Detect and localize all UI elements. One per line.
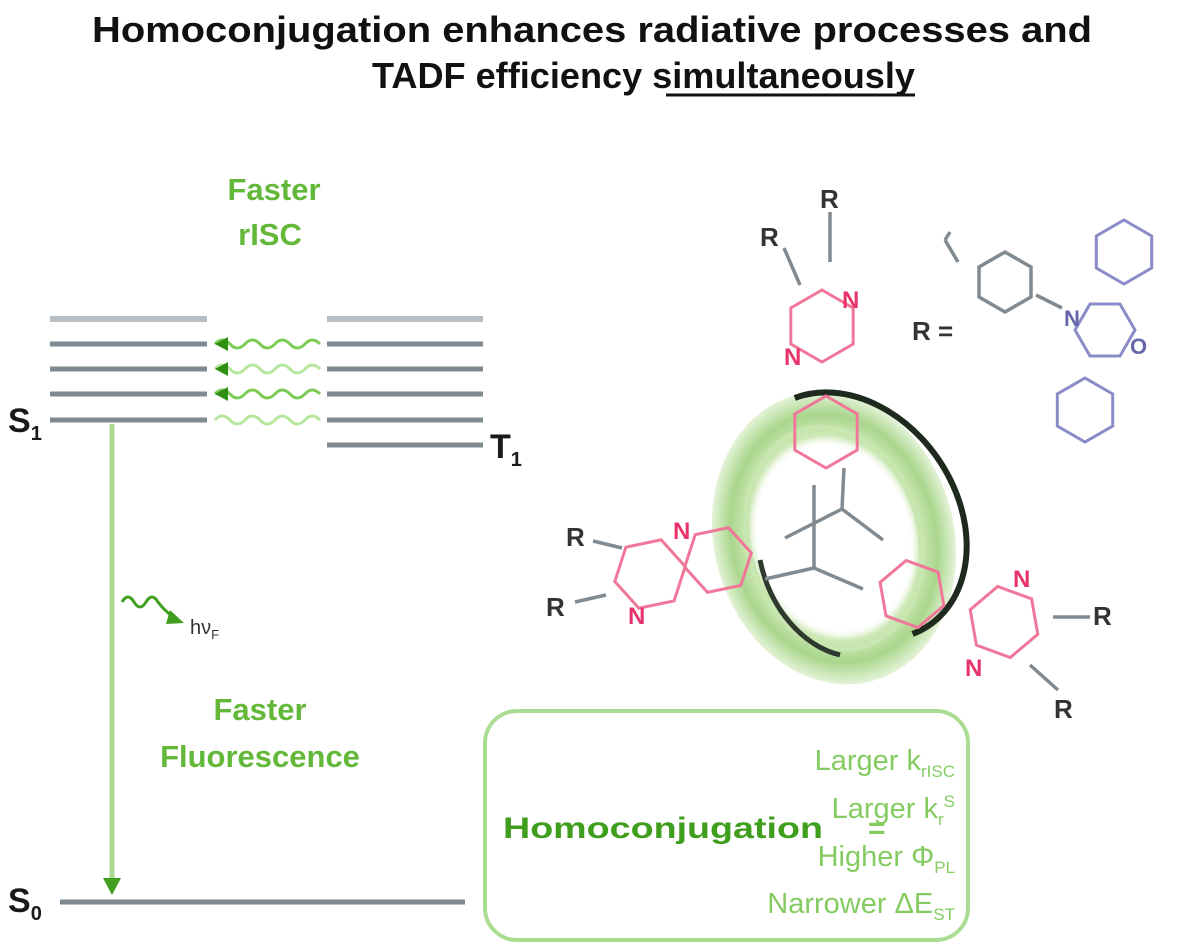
risc-arrowhead-icon <box>215 337 228 351</box>
risc-wavy-arrow <box>213 338 322 350</box>
torus-ring <box>711 391 957 685</box>
t1-main: T <box>490 428 511 466</box>
pyrazine-ring <box>789 288 855 364</box>
nitrogen-label: N <box>965 655 982 682</box>
bridge-bond <box>840 507 885 542</box>
r-group-label: R <box>566 522 585 552</box>
attachment-mark <box>943 231 952 241</box>
r-bond <box>574 593 607 604</box>
summary-item-sup: S <box>944 792 955 811</box>
t1-label: T1 <box>490 428 522 471</box>
pyrazine-ring <box>613 538 687 610</box>
benzene-ring <box>878 558 946 630</box>
risc-wavy-arrows <box>213 337 322 426</box>
risc-label-line-2: rISC <box>238 217 302 252</box>
title-line-2-prefix: TADF efficiency <box>372 55 652 96</box>
risc-wavy-arrow <box>213 363 322 375</box>
r-definition-label: R = <box>912 316 953 346</box>
r-group-label: R <box>820 184 839 214</box>
benzene-ring <box>793 394 859 470</box>
substituent-bonds <box>574 212 1090 692</box>
summary-homoconjugation-label: Homoconjugation <box>503 812 823 845</box>
attachment-bond <box>943 239 960 263</box>
summary-equals: = <box>868 812 886 845</box>
s1-main: S <box>8 402 31 440</box>
title-line-2: TADF efficiency simultaneously <box>372 55 915 96</box>
benzene-ring <box>683 526 753 594</box>
singlet-levels <box>50 316 207 423</box>
torus-shadow-lower <box>757 559 841 658</box>
pyrazine-ring <box>968 584 1040 660</box>
triptycene-bridge <box>764 467 885 591</box>
summary-item-main: Larger k <box>815 745 922 777</box>
summary-item-main: Larger k <box>832 793 939 825</box>
s0-sub: 0 <box>31 903 42 925</box>
s0-label: S0 <box>8 882 42 925</box>
torus-shadow <box>793 389 970 637</box>
r-bond <box>592 539 623 550</box>
oxazine-ring <box>1073 302 1137 358</box>
summary-item-sub: r <box>938 810 944 829</box>
summary-item: Narrower ΔEST <box>767 888 955 924</box>
summary-item: Larger krISC <box>815 745 955 781</box>
nitrogen-label: N <box>784 344 801 371</box>
phenoxazine-benzo-ring <box>1055 376 1115 444</box>
summary-item-sub: PL <box>934 858 955 877</box>
emission-main: hν <box>190 617 211 639</box>
homoconjugation-torus <box>711 389 970 685</box>
nitrogen-label: N <box>1013 566 1030 593</box>
summary-item-main: Higher Φ <box>818 841 935 873</box>
r-group-label: R <box>1054 694 1073 724</box>
fluorescence-arrowhead <box>103 878 121 895</box>
s1-sub: 1 <box>31 423 42 445</box>
title-emphasis: simultaneously <box>652 55 915 96</box>
molecule-structure: R R R R R R N N N N N N R = N O <box>546 184 1154 724</box>
emission-wavy-arrow <box>120 595 173 618</box>
t1-sub: 1 <box>511 449 522 471</box>
risc-wavy-arrow <box>213 414 322 426</box>
emission-sub: F <box>211 627 219 642</box>
energy-level-diagram: Faster rISC S1 T1 S0 hνF Faster Fluore <box>8 172 522 925</box>
emission-arrowhead-icon <box>166 610 184 624</box>
nitrogen-label: N <box>842 287 859 314</box>
phenoxazine-oxygen: O <box>1130 334 1147 359</box>
r-group-definition: R = N O <box>912 231 1147 359</box>
s0-main: S <box>8 882 31 920</box>
r-group-label: R <box>546 592 565 622</box>
s1-label: S1 <box>8 402 42 445</box>
fluorescence-label-line-2: Fluorescence <box>160 739 360 774</box>
summary-box-frame <box>483 709 970 942</box>
r-bond <box>1028 663 1060 692</box>
phenoxazine-benzo-ring <box>1094 218 1154 286</box>
summary-item-sub: rISC <box>921 762 955 781</box>
phenoxazine-nitrogen: N <box>1064 306 1080 331</box>
risc-arrowhead-icon <box>215 387 228 401</box>
nitrogen-label: N <box>673 518 690 545</box>
triplet-levels <box>327 316 483 448</box>
n-aryl-bond <box>1035 293 1063 310</box>
risc-arrowhead-icon <box>215 362 228 376</box>
r-bond <box>782 247 802 286</box>
torus-inner-edge <box>743 424 925 652</box>
title: Homoconjugation enhances radiative proce… <box>92 9 1092 97</box>
title-line-1: Homoconjugation enhances radiative proce… <box>92 9 1092 50</box>
summary-item-main: Narrower ΔE <box>767 888 933 920</box>
rings <box>613 218 1154 660</box>
r-group-label: R <box>1093 601 1112 631</box>
phenyl-ring <box>977 249 1033 315</box>
bridge-bond <box>840 467 846 510</box>
nitrogen-label: N <box>628 603 645 630</box>
bridge-bond <box>813 566 864 591</box>
emission-label: hνF <box>190 617 219 642</box>
risc-label-line-1: Faster <box>227 172 320 207</box>
fluorescence-label-line-1: Faster <box>213 692 306 727</box>
bridge-bond <box>764 566 815 581</box>
summary-item-sub: ST <box>933 905 955 924</box>
summary-item: Larger krS <box>832 792 955 829</box>
r-group-label: R <box>760 222 779 252</box>
summary-item: Higher ΦPL <box>818 841 955 877</box>
risc-wavy-arrow <box>213 388 322 400</box>
